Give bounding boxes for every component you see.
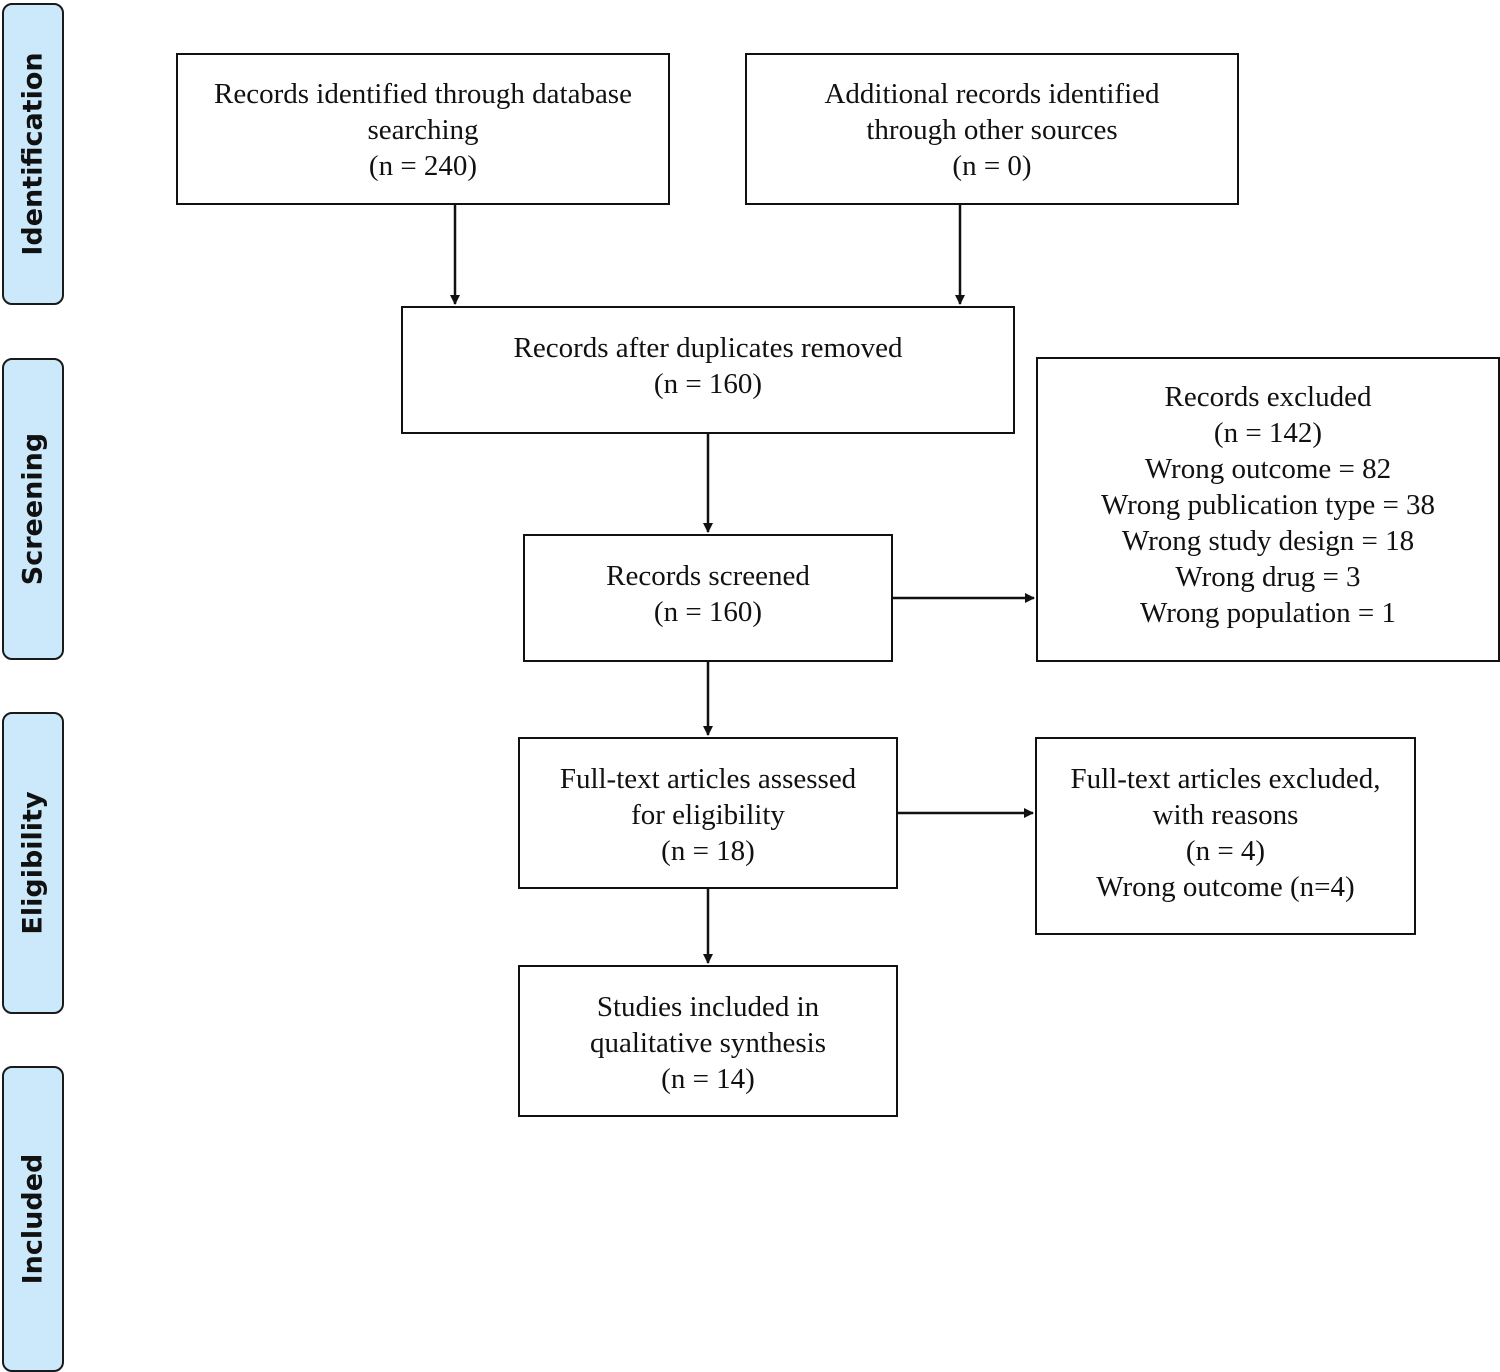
- records-excluded-box: Records excluded (n = 142) Wrong outcome…: [1036, 357, 1500, 662]
- studies-included-box: Studies included in qualitative synthesi…: [518, 965, 898, 1117]
- box-line: Studies included in: [596, 991, 820, 1023]
- box-count: (n = 160): [653, 596, 763, 628]
- phase-eligibility: Eligibility: [2, 712, 64, 1014]
- box-line: Records after duplicates removed: [513, 332, 903, 364]
- phase-included: Included: [2, 1066, 64, 1372]
- exclusion-reason: Wrong publication type = 38: [1100, 489, 1436, 521]
- box-line: Full-text articles excluded,: [1070, 763, 1381, 795]
- box-count: (n = 0): [952, 150, 1032, 182]
- box-line: Records screened: [606, 560, 810, 592]
- box-count: (n = 4): [1185, 835, 1266, 867]
- box-count: (n = 240): [368, 150, 478, 182]
- exclusion-reason: Wrong outcome = 82: [1144, 453, 1392, 485]
- exclusion-reason: Wrong drug = 3: [1175, 561, 1361, 593]
- box-line: for eligibility: [631, 799, 785, 831]
- box-line: searching: [367, 114, 479, 146]
- box-line: Additional records identified: [824, 78, 1160, 110]
- phase-identification: Identification: [2, 3, 64, 305]
- box-line: Records identified through database: [214, 78, 632, 110]
- exclusion-reason: Wrong study design = 18: [1121, 525, 1415, 557]
- box-count: (n = 160): [653, 368, 763, 400]
- box-count: (n = 18): [661, 835, 755, 867]
- other-sources-box: Additional records identified through ot…: [745, 53, 1239, 205]
- box-count: (n = 142): [1213, 417, 1323, 449]
- records-screened-box: Records screened (n = 160): [523, 534, 893, 662]
- box-line: with reasons: [1152, 799, 1299, 831]
- fulltext-excluded-box: Full-text articles excluded, with reason…: [1035, 737, 1416, 935]
- phase-screening: Screening: [2, 358, 64, 660]
- database-records-box: Records identified through database sear…: [176, 53, 670, 205]
- box-line: Records excluded: [1164, 381, 1372, 413]
- exclusion-reason: Wrong outcome (n=4): [1096, 871, 1355, 903]
- box-line: Full-text articles assessed: [559, 763, 857, 795]
- exclusion-reason: Wrong population = 1: [1139, 597, 1396, 629]
- box-line: through other sources: [866, 114, 1118, 146]
- box-count: (n = 14): [661, 1063, 755, 1095]
- box-line: qualitative synthesis: [590, 1027, 826, 1059]
- after-duplicates-box: Records after duplicates removed (n = 16…: [401, 306, 1015, 434]
- fulltext-assessed-box: Full-text articles assessed for eligibil…: [518, 737, 898, 889]
